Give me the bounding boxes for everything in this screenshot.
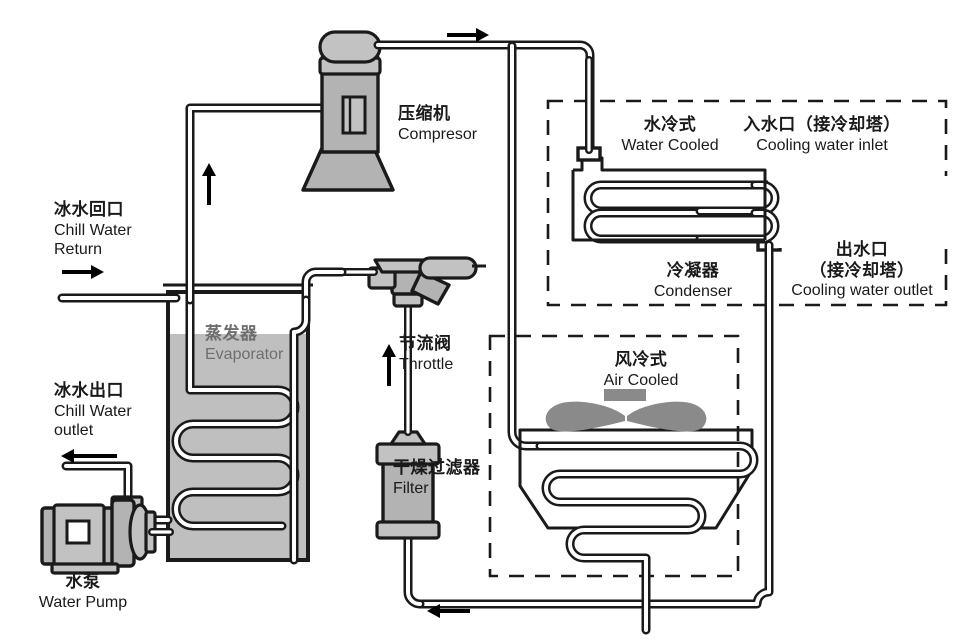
valve-to-evaporator-line bbox=[289, 267, 347, 565]
cooling-water-outlet-pipe bbox=[415, 240, 774, 609]
cooling-water-inlet-label: 入水口（接冷却塔） Cooling water inlet bbox=[743, 115, 901, 154]
chill-water-return-label: 冰水回口 Chill Water Return bbox=[54, 200, 132, 259]
pump-icon bbox=[40, 495, 174, 575]
chill-water-outlet-label: 冰水出口 Chill Water outlet bbox=[54, 381, 132, 440]
arrow-left-icon-chill-outlet bbox=[61, 449, 117, 463]
arrow-up-icon-throttle bbox=[382, 344, 396, 386]
arrow-right-icon-chill-return bbox=[62, 265, 104, 279]
filter-label: 干燥过滤器 Filter bbox=[393, 458, 481, 497]
compressor-icon bbox=[301, 30, 395, 192]
fan-blade-icon bbox=[545, 389, 707, 432]
compressor-label: 压缩机 Compresor bbox=[398, 104, 478, 143]
throttle-label: 节流阀 Throttle bbox=[399, 334, 454, 373]
arrow-up-icon-suction bbox=[202, 163, 216, 205]
filter-drier-icon bbox=[375, 430, 441, 540]
air-cooled-condenser-box bbox=[488, 334, 740, 578]
air-cooled-label: 风冷式 Air Cooled bbox=[603, 350, 679, 389]
water-pump-label: 水泵 Water Pump bbox=[38, 572, 128, 611]
condenser-label: 冷凝器 Condenser bbox=[653, 261, 733, 300]
arrow-right-icon-discharge bbox=[447, 28, 489, 42]
expansion-valve-icon bbox=[338, 256, 486, 308]
liquid-return-line bbox=[403, 525, 425, 609]
water-cooled-label: 水冷式 Water Cooled bbox=[621, 115, 719, 154]
arrow-left-icon-liquid-return bbox=[427, 604, 470, 618]
evaporator-label: 蒸发器 Evaporator bbox=[205, 324, 284, 363]
cooling-water-outlet-label: 出水口 （接冷却塔） Cooling water outlet bbox=[791, 240, 933, 300]
air-cooled-coil bbox=[535, 441, 759, 635]
air-cooled-shell bbox=[518, 428, 754, 530]
discharge-line bbox=[373, 40, 595, 451]
suction-line bbox=[185, 103, 325, 305]
